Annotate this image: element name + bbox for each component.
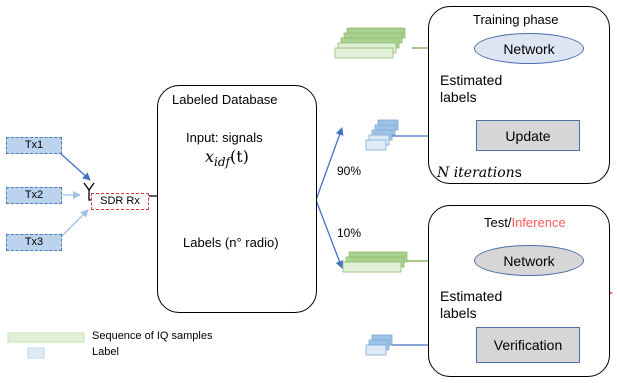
training-estimated-line2: labels: [440, 89, 477, 105]
iterations-tail: s: [514, 164, 522, 180]
training-estimated-labels: Estimated labels: [440, 72, 502, 106]
training-label-stack-sheet: [365, 139, 387, 151]
split-fork: [315, 127, 344, 269]
tx1-box: Tx1: [6, 137, 62, 154]
test-estimated-line1: Estimated: [440, 288, 503, 304]
test-estimated-labels: Estimated labels: [440, 288, 502, 322]
test-estimated-line2: labels: [440, 305, 477, 321]
test-label-stack-sheet: [365, 344, 387, 356]
test-network-node: Network: [474, 245, 584, 276]
sdr-label: SDR Rx: [100, 195, 140, 207]
training-network-node: Network: [474, 33, 584, 64]
tx2-label: Tx2: [24, 189, 44, 201]
tx1-arrow: [59, 152, 91, 181]
test-iq-stack-sheet: [342, 261, 402, 273]
formula-base: x: [205, 147, 215, 166]
update-node: Update: [476, 120, 580, 151]
database-labels-label: Labels (n° radio): [183, 235, 279, 250]
test-title-part1: Test/: [484, 215, 512, 230]
verification-node: Verification: [476, 327, 580, 363]
training-estimated-line1: Estimated: [440, 72, 503, 88]
update-label: Update: [505, 127, 551, 144]
formula-argument: (t): [230, 147, 249, 166]
legend-sequence-label: Sequence of IQ samples: [92, 330, 213, 342]
tx1-label: Tx1: [24, 139, 44, 151]
test-label-stack: [365, 334, 393, 356]
formula-subscript: idf: [214, 155, 230, 170]
signal-formula: xidf(t): [205, 147, 249, 170]
training-network-label: Network: [503, 40, 555, 57]
tx3-label: Tx3: [24, 236, 44, 248]
database-title: Labeled Database: [172, 92, 278, 107]
labeled-database-panel: [157, 85, 317, 313]
test-inference-title: Test/Inference: [484, 216, 566, 229]
test-percentage: 10%: [337, 226, 362, 240]
sdr-receiver-box: SDR Rx: [91, 193, 149, 210]
legend-label-label: Label: [92, 346, 119, 358]
verification-label: Verification: [493, 337, 563, 353]
training-iq-stack-sheet: [334, 47, 394, 59]
tx2-box: Tx2: [6, 187, 62, 204]
legend-label-swatch: [27, 347, 45, 359]
training-label-stack: [365, 119, 399, 151]
database-input-label: Input: signals: [186, 130, 263, 145]
legend-sequence-swatch: [7, 332, 85, 343]
iterations-label: N iterations: [437, 165, 522, 180]
train-percentage: 90%: [337, 164, 362, 178]
training-iq-stack: [334, 27, 406, 59]
training-phase-title: Training phase: [473, 12, 559, 27]
tx3-arrow: [59, 209, 89, 239]
test-network-label: Network: [503, 252, 555, 269]
test-iq-stack: [342, 251, 408, 273]
test-title-part2: Inference: [511, 215, 566, 230]
iterations-italic: N iteration: [437, 165, 515, 181]
tx3-box: Tx3: [6, 234, 62, 251]
